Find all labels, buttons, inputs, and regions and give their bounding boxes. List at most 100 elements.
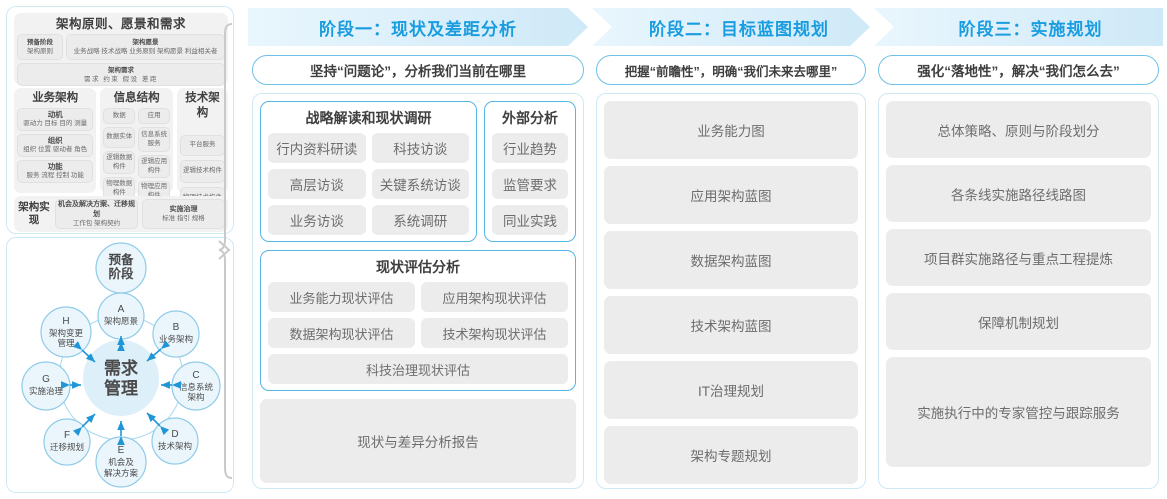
phase-column-2: 阶段二：目标蓝图规划 把握“前瞻性”，明确“我们未来去哪里” 业务能力图 应用架… bbox=[592, 0, 870, 499]
svg-text:D: D bbox=[171, 429, 178, 440]
svg-text:阶段: 阶段 bbox=[108, 266, 134, 281]
blueprint-block[interactable]: 应用架构蓝图 bbox=[604, 166, 858, 224]
togaf-business-function-sub: 服务 流程 控制 功能 bbox=[26, 172, 84, 180]
left-reference-panel: 架构原则、愿景和需求 预备阶段 架构原则 架构愿景 业务战略 技术战略 业务原则… bbox=[0, 0, 240, 499]
togaf-realization-opportunity-title: 机会及解决方案、迁移规划 bbox=[58, 201, 135, 218]
togaf-framework-card: 架构原则、愿景和需求 预备阶段 架构原则 架构愿景 业务战略 技术战略 业务原则… bbox=[6, 6, 234, 234]
togaf-business-organization: 组织 组织 位置 驱动者 角色 bbox=[17, 134, 94, 157]
strategy-chip[interactable]: 高层访谈 bbox=[268, 169, 366, 199]
togaf-business-motivation-sub: 驱动力 目标 目的 测量 bbox=[23, 120, 88, 128]
togaf-prelim-cell: 预备阶段 架构原则 bbox=[17, 34, 63, 60]
togaf-realization-label: 架构实现 bbox=[18, 201, 50, 226]
implementation-block[interactable]: 实施执行中的专家管控与跟踪服务 bbox=[886, 357, 1151, 467]
brace-connector-icon bbox=[218, 23, 233, 479]
blueprint-block[interactable]: 业务能力图 bbox=[604, 101, 858, 159]
togaf-column-information: 信息结构 数据 数据实体 逻辑数据构件 物理数据构件 应用 信息系统服务 逻辑应… bbox=[100, 88, 173, 202]
phase-2-subtitle: 把握“前瞻性”，明确“我们未来去哪里” bbox=[596, 55, 866, 85]
togaf-info-data-stack: 数据 数据实体 逻辑数据构件 物理数据构件 bbox=[103, 108, 136, 205]
togaf-column-technology-title: 技术架构 bbox=[185, 92, 220, 119]
svg-text:架构变更: 架构变更 bbox=[49, 328, 84, 338]
togaf-business-motivation: 动机 驱动力 目标 目的 测量 bbox=[17, 108, 94, 131]
togaf-info-app-stack: 应用 信息系统服务 逻辑应用构件 物理应用构件 bbox=[138, 108, 170, 205]
blueprint-block[interactable]: IT治理规划 bbox=[604, 361, 858, 419]
svg-text:G: G bbox=[42, 374, 50, 385]
svg-text:业务架构: 业务架构 bbox=[159, 334, 193, 344]
svg-text:H: H bbox=[62, 316, 69, 327]
strategy-chip[interactable]: 科技访谈 bbox=[371, 133, 469, 163]
implementation-block[interactable]: 保障机制规划 bbox=[886, 293, 1151, 350]
phase-2-body: 业务能力图 应用架构蓝图 数据架构蓝图 技术架构蓝图 IT治理规划 架构专题规划 bbox=[596, 93, 866, 489]
strategy-research-title: 战略解读和现状调研 bbox=[305, 110, 432, 126]
togaf-column-technology: 技术架构 平台服务 逻辑技术构件 物理技术构件 bbox=[176, 88, 228, 210]
implementation-block[interactable]: 项目群实施路径与重点工程提炼 bbox=[886, 229, 1151, 286]
svg-text:预备: 预备 bbox=[108, 252, 134, 267]
svg-text:C: C bbox=[192, 370, 199, 381]
togaf-vision-cell: 架构愿景 业务战略 技术战略 业务原则 架构愿景 利益相关者 bbox=[66, 34, 225, 60]
togaf-architecture-columns: 业务架构 动机 驱动力 目标 目的 测量 组织 组织 位置 驱动者 角色 功能 … bbox=[14, 88, 228, 210]
current-state-assessment-card: 现状评估分析 业务能力现状评估 应用架构现状评估 数据架构现状评估 技术架构现状… bbox=[260, 250, 576, 391]
external-analysis-card: 外部分析 行业趋势 监管要求 同业实践 bbox=[484, 101, 576, 242]
togaf-info-app-0: 应用 bbox=[138, 108, 170, 124]
togaf-column-business: 业务架构 动机 驱动力 目标 目的 测量 组织 组织 位置 驱动者 角色 功能 … bbox=[14, 88, 97, 193]
svg-text:信息系统: 信息系统 bbox=[179, 382, 214, 392]
assessment-chip[interactable]: 数据架构现状评估 bbox=[268, 318, 415, 348]
svg-text:E: E bbox=[118, 445, 125, 456]
phase-2-banner-label: 阶段二：目标蓝图规划 bbox=[649, 19, 829, 39]
implementation-block[interactable]: 总体策略、原则与阶段划分 bbox=[886, 101, 1151, 158]
togaf-requirements-sub: 需求 约束 假设 差距 bbox=[84, 75, 158, 83]
strategy-chip[interactable]: 行内资料研读 bbox=[268, 133, 366, 163]
phase-2-arrow-shape bbox=[592, 8, 870, 46]
phase-3-arrow-shape bbox=[874, 8, 1163, 46]
togaf-info-data-1: 数据实体 bbox=[103, 127, 136, 148]
adm-cycle-card: 预备 阶段 需求 管理 A 架构愿景 B 业务架构 C 信息系统 架构 bbox=[6, 237, 234, 493]
togaf-prelim-title: 预备阶段 bbox=[27, 39, 53, 46]
strategy-chip[interactable]: 系统调研 bbox=[371, 205, 469, 235]
strategy-chip[interactable]: 业务访谈 bbox=[268, 205, 366, 235]
svg-text:实施治理: 实施治理 bbox=[29, 386, 64, 396]
togaf-business-motivation-title: 动机 bbox=[47, 110, 63, 120]
togaf-requirements-title: 架构需求 bbox=[108, 66, 134, 74]
assessment-chip[interactable]: 应用架构现状评估 bbox=[421, 282, 568, 312]
togaf-realization-opportunity: 机会及解决方案、迁移规划 工作包 架构契约 bbox=[55, 199, 138, 229]
phase-3-body: 总体策略、原则与阶段划分 各条线实施路径线路图 项目群实施路径与重点工程提炼 保… bbox=[878, 93, 1159, 489]
togaf-business-function-title: 功能 bbox=[47, 162, 63, 172]
svg-text:技术架构: 技术架构 bbox=[158, 441, 192, 451]
svg-text:机会及: 机会及 bbox=[108, 457, 134, 467]
togaf-requirements-cell: 架构需求 需求 约束 假设 差距 bbox=[17, 63, 225, 86]
phase-column-1: 阶段一：现状及差距分析 坚持“问题论”，分析我们当前在哪里 战略解读和现状调研 … bbox=[248, 0, 588, 499]
external-chip[interactable]: 监管要求 bbox=[492, 169, 568, 199]
gap-analysis-report-block[interactable]: 现状与差异分析报告 bbox=[260, 399, 576, 483]
strategy-research-card: 战略解读和现状调研 行内资料研读 科技访谈 高层访谈 关键系统访谈 业务访谈 系… bbox=[260, 101, 477, 242]
togaf-realization-governance-title: 实施治理 bbox=[169, 205, 198, 213]
togaf-business-organization-sub: 组织 位置 驱动者 角色 bbox=[23, 146, 88, 154]
togaf-realization-opportunity-sub: 工作包 架构契约 bbox=[72, 220, 121, 227]
phase-column-3: 阶段三：实施规划 强化“落地性”，解决“我们怎么去” 总体策略、原则与阶段划分 … bbox=[874, 0, 1163, 499]
blueprint-block[interactable]: 技术架构蓝图 bbox=[604, 296, 858, 354]
phase-1-body: 战略解读和现状调研 行内资料研读 科技访谈 高层访谈 关键系统访谈 业务访谈 系… bbox=[252, 93, 584, 489]
current-state-assessment-title: 现状评估分析 bbox=[376, 259, 460, 275]
togaf-info-app-1: 信息系统服务 bbox=[138, 127, 170, 152]
assessment-chip[interactable]: 业务能力现状评估 bbox=[268, 282, 415, 312]
togaf-column-business-title: 业务架构 bbox=[32, 92, 79, 104]
blueprint-block[interactable]: 架构专题规划 bbox=[604, 426, 858, 484]
assessment-chip[interactable]: 技术架构现状评估 bbox=[421, 318, 568, 348]
svg-text:架构愿景: 架构愿景 bbox=[104, 316, 138, 326]
implementation-block[interactable]: 各条线实施路径线路图 bbox=[886, 165, 1151, 222]
phase-1-subtitle: 坚持“问题论”，分析我们当前在哪里 bbox=[252, 55, 584, 85]
phase-1-arrow-shape bbox=[248, 8, 588, 46]
togaf-info-data-0: 数据 bbox=[103, 108, 136, 124]
external-analysis-title: 外部分析 bbox=[502, 110, 558, 126]
blueprint-block[interactable]: 数据架构蓝图 bbox=[604, 231, 858, 289]
phase-1-banner-label: 阶段一：现状及差距分析 bbox=[319, 19, 517, 39]
togaf-info-data-2: 逻辑数据构件 bbox=[103, 151, 136, 174]
assessment-chip[interactable]: 科技治理现状评估 bbox=[268, 354, 568, 384]
svg-text:解决方案: 解决方案 bbox=[104, 468, 139, 478]
svg-text:F: F bbox=[64, 430, 70, 441]
external-chip[interactable]: 行业趋势 bbox=[492, 133, 568, 163]
togaf-realization-governance: 实施治理 标准 指引 规格 bbox=[142, 199, 225, 229]
strategy-chip[interactable]: 关键系统访谈 bbox=[371, 169, 469, 199]
togaf-business-organization-title: 组织 bbox=[47, 136, 63, 146]
togaf-realization-governance-sub: 标准 指引 规格 bbox=[162, 215, 205, 223]
togaf-group-header: 架构原则、愿景和需求 bbox=[55, 17, 186, 31]
external-chip[interactable]: 同业实践 bbox=[492, 205, 568, 235]
